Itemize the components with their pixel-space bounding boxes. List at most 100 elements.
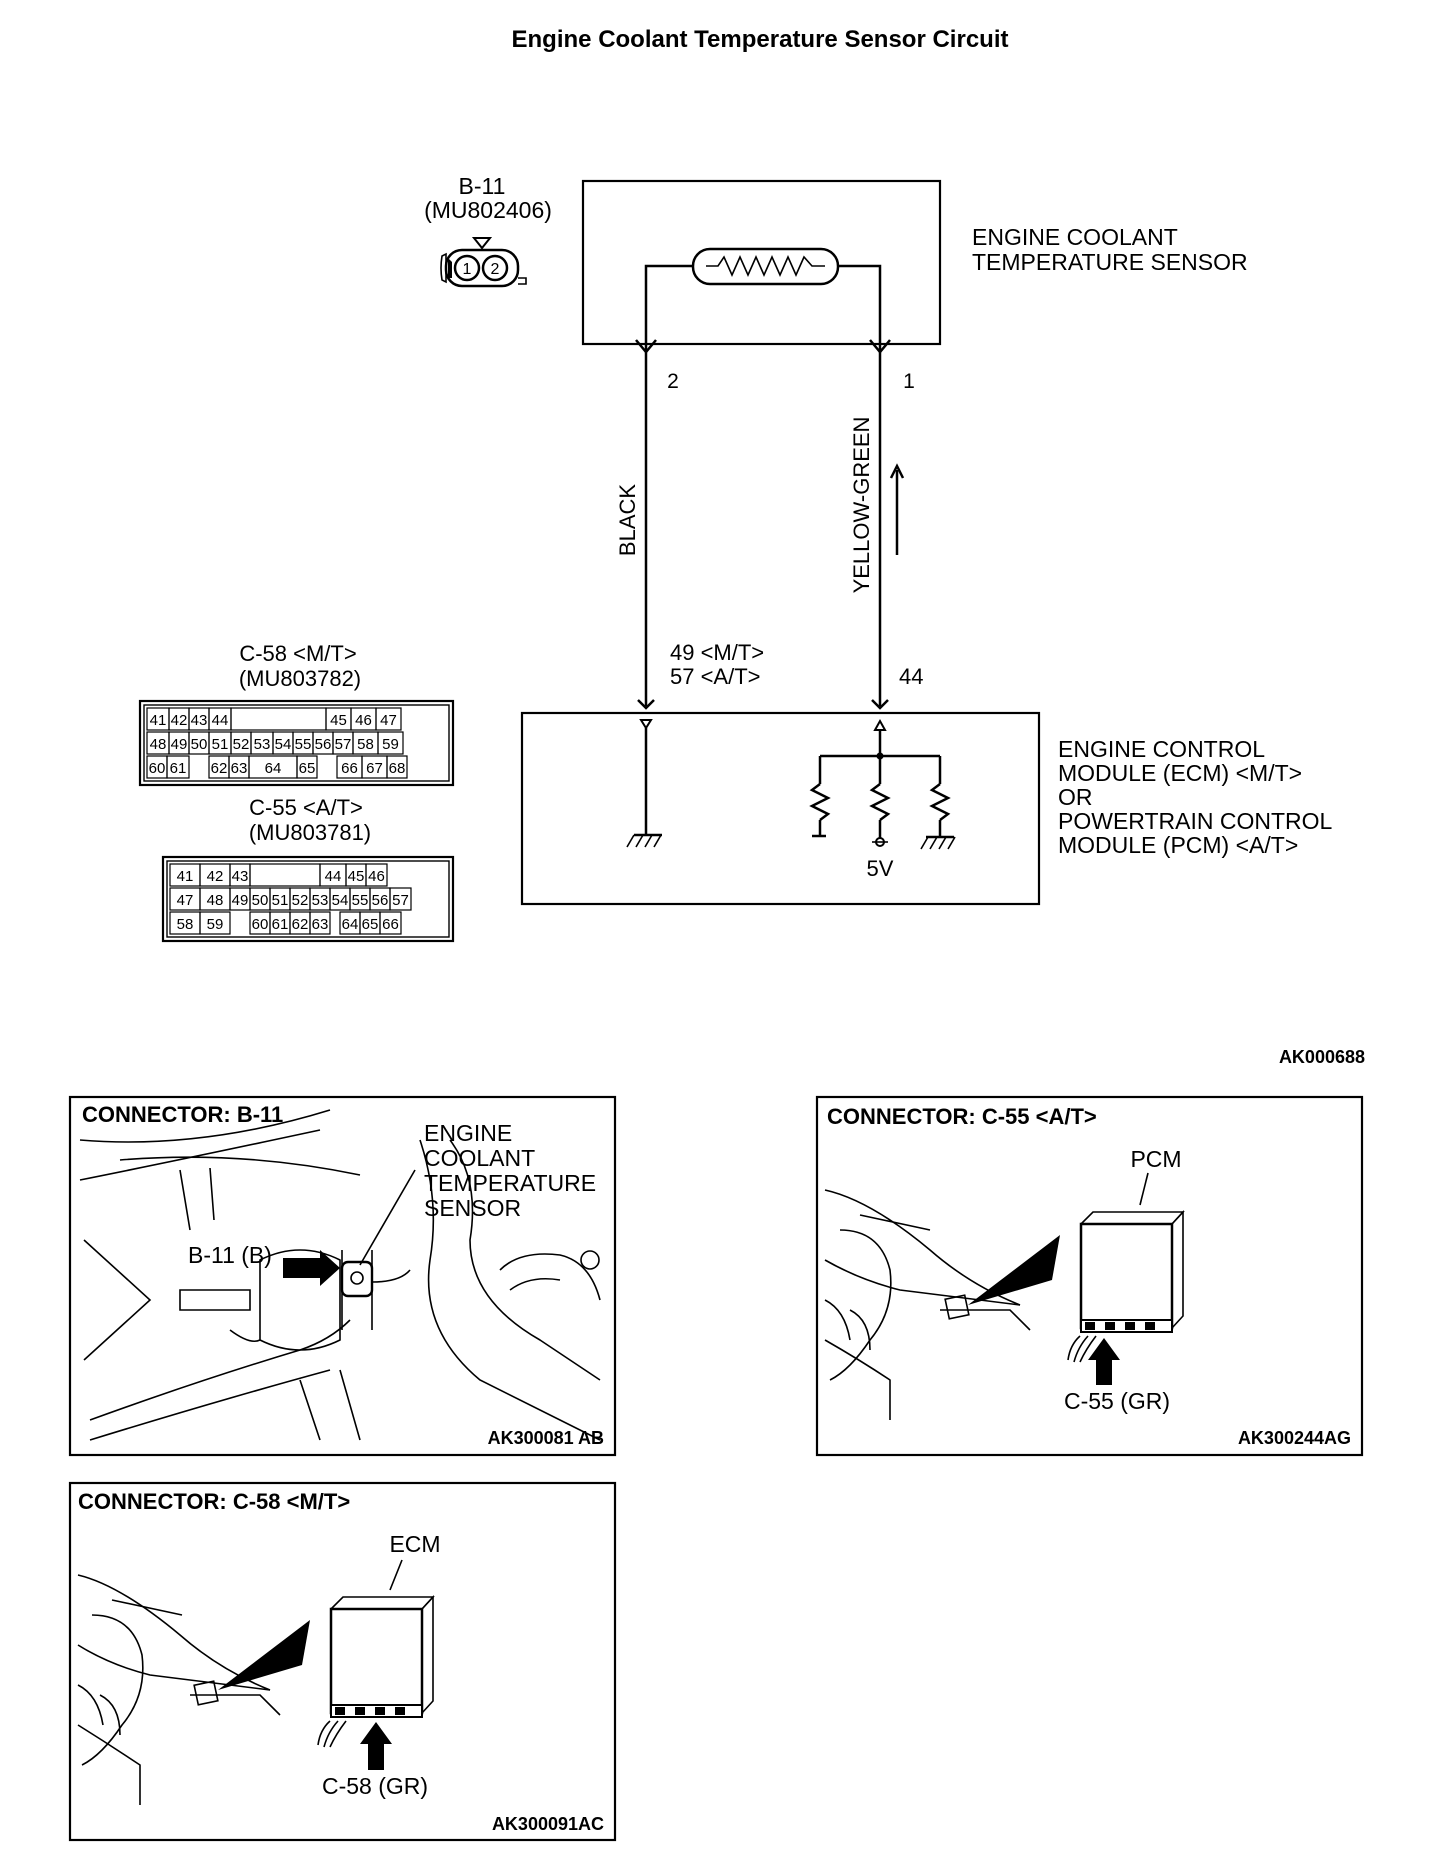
- connector-pin-label: 60: [252, 916, 269, 933]
- panel-b11-callout-line-4: SENSOR: [424, 1195, 521, 1221]
- panel-connector-b11: CONNECTOR: B-11 ENGINE COOLANT: [68, 1095, 617, 1457]
- dashboard-illustration-c55: [824, 1189, 1031, 1420]
- wire-color-yellow-green: YELLOW-GREEN: [849, 417, 874, 594]
- panel-c58-code: AK300091AC: [492, 1814, 604, 1834]
- connector-pin-label: 49: [171, 736, 188, 753]
- connector-pin-cell: [199, 911, 231, 935]
- connector-pin-label: 58: [357, 736, 374, 753]
- ecm-pin-right: 44: [899, 664, 923, 689]
- connector-pin-label: 62: [292, 916, 309, 933]
- connector-pin-blank: [230, 707, 327, 731]
- ecm-label-line-2: MODULE (ECM) <M/T>: [1058, 760, 1302, 786]
- connector-pin-label: 52: [233, 736, 250, 753]
- connector-pin-label: 42: [207, 868, 224, 885]
- ecm-label-line-1: ENGINE CONTROL: [1058, 736, 1265, 762]
- panel-c55-module-label: PCM: [1130, 1146, 1181, 1172]
- connector-pin-label: 41: [177, 868, 194, 885]
- panel-c55-pointer-label: C-55 (GR): [1064, 1388, 1170, 1414]
- wire-black: 2 BLACK: [615, 344, 679, 706]
- sensor-label-line-2: TEMPERATURE SENSOR: [972, 249, 1248, 275]
- ecm-label-line-4: POWERTRAIN CONTROL: [1058, 808, 1333, 834]
- panel-c58-module-label: ECM: [389, 1531, 440, 1557]
- connector-pin-label: 50: [191, 736, 208, 753]
- panel-b11-callout-line-3: TEMPERATURE: [424, 1170, 596, 1196]
- connector-pin-label: 60: [149, 760, 166, 777]
- connector-pin-label: 59: [382, 736, 399, 753]
- panel-b11-callout-line-2: COOLANT: [424, 1145, 535, 1171]
- ecm-supply-voltage: 5V: [867, 856, 894, 881]
- connector-pin-label: 49: [232, 892, 249, 909]
- connector-pin-label: 54: [275, 736, 292, 753]
- connector-pin-label: 57: [335, 736, 352, 753]
- connector-pin-label: 67: [366, 760, 383, 777]
- connector-pin-label: 59: [207, 916, 224, 933]
- sensor-connector-pin-1: 1: [463, 261, 472, 278]
- connector-pin-label: 47: [177, 892, 194, 909]
- connector-pin-cell: [375, 707, 402, 731]
- connector-pin-label: 63: [231, 760, 248, 777]
- locator-wedge: [968, 1235, 1060, 1305]
- sensor-pin-2-label: 2: [667, 370, 679, 393]
- connector-pin-label: 52: [292, 892, 309, 909]
- sensor-connector-icon: 1 2: [440, 237, 527, 288]
- connector-pin-cell: [309, 911, 331, 935]
- connector-pin-label: 46: [368, 868, 385, 885]
- connector-pin-label: 43: [232, 868, 249, 885]
- connector-pin-label: 53: [254, 736, 271, 753]
- connector-pin-label: 44: [212, 712, 229, 729]
- connector-pin-cell: [389, 887, 412, 911]
- connector-pin-label: 48: [150, 736, 167, 753]
- sensor-box: [581, 179, 942, 354]
- dashboard-illustration-c58: [77, 1574, 281, 1805]
- connector-pin-label: 42: [171, 712, 188, 729]
- connector-pin-label: 51: [272, 892, 289, 909]
- connector-pin-label: 65: [299, 760, 316, 777]
- pcm-module-illustration: [1067, 1209, 1185, 1363]
- panel-connector-c55: CONNECTOR: C-55 <A/T> PCM C-55: [815, 1095, 1364, 1457]
- sensor-pin-1-label: 1: [903, 370, 915, 393]
- ecm-box: 5V: [520, 699, 1041, 906]
- page-title: Engine Coolant Temperature Sensor Circui…: [512, 26, 1009, 53]
- connector-pin-label: 43: [191, 712, 208, 729]
- connector-pin-label: 66: [382, 916, 399, 933]
- ecm-pin-left-line-2: 57 <A/T>: [670, 664, 761, 689]
- engine-bay-illustration: [79, 1109, 601, 1441]
- connector-pin-label: 61: [170, 760, 187, 777]
- connector-pin-blank: [249, 863, 321, 887]
- panel-b11-callout-line-1: ENGINE: [424, 1120, 512, 1146]
- sensor-label-line-1: ENGINE COOLANT: [972, 224, 1178, 250]
- connector-pin-label: 45: [348, 868, 365, 885]
- wire-color-black: BLACK: [615, 484, 640, 556]
- connector-pin-label: 57: [392, 892, 409, 909]
- ecm-module-illustration: [317, 1594, 435, 1748]
- connector-pin-label: 62: [211, 760, 228, 777]
- connector-c55-part-number: (MU803781): [249, 820, 371, 845]
- connector-pin-label: 45: [330, 712, 347, 729]
- panel-c58-pointer-label: C-58 (GR): [322, 1773, 428, 1799]
- sensor-connector-pin-2: 2: [491, 261, 500, 278]
- connector-pin-label: 51: [212, 736, 229, 753]
- connector-c58-part-number: (MU803782): [239, 666, 361, 691]
- connector-pin-label: 46: [355, 712, 372, 729]
- sensor-connector-part-number: (MU802406): [424, 197, 552, 223]
- panel-connector-c58: CONNECTOR: C-58 <M/T> ECM C-58: [68, 1481, 617, 1842]
- locator-wedge: [218, 1620, 310, 1690]
- connector-pin-label: 55: [352, 892, 369, 909]
- panel-c55-title: CONNECTOR: C-55 <A/T>: [827, 1104, 1097, 1129]
- ecm-label-line-5: MODULE (PCM) <A/T>: [1058, 832, 1298, 858]
- connector-pin-label: 47: [380, 712, 397, 729]
- ecm-label-line-3: OR: [1058, 784, 1093, 810]
- ecm-pin-left-line-1: 49 <M/T>: [670, 640, 764, 665]
- connector-c55-name: C-55 <A/T>: [249, 795, 363, 820]
- connector-pin-label: 44: [325, 868, 342, 885]
- connector-pin-label: 61: [272, 916, 289, 933]
- connector-pin-label: 56: [372, 892, 389, 909]
- connector-pin-label: 63: [312, 916, 329, 933]
- panel-b11-code: AK300081 AB: [488, 1428, 604, 1448]
- panel-b11-title: CONNECTOR: B-11: [82, 1102, 283, 1127]
- connector-pin-label: 58: [177, 916, 194, 933]
